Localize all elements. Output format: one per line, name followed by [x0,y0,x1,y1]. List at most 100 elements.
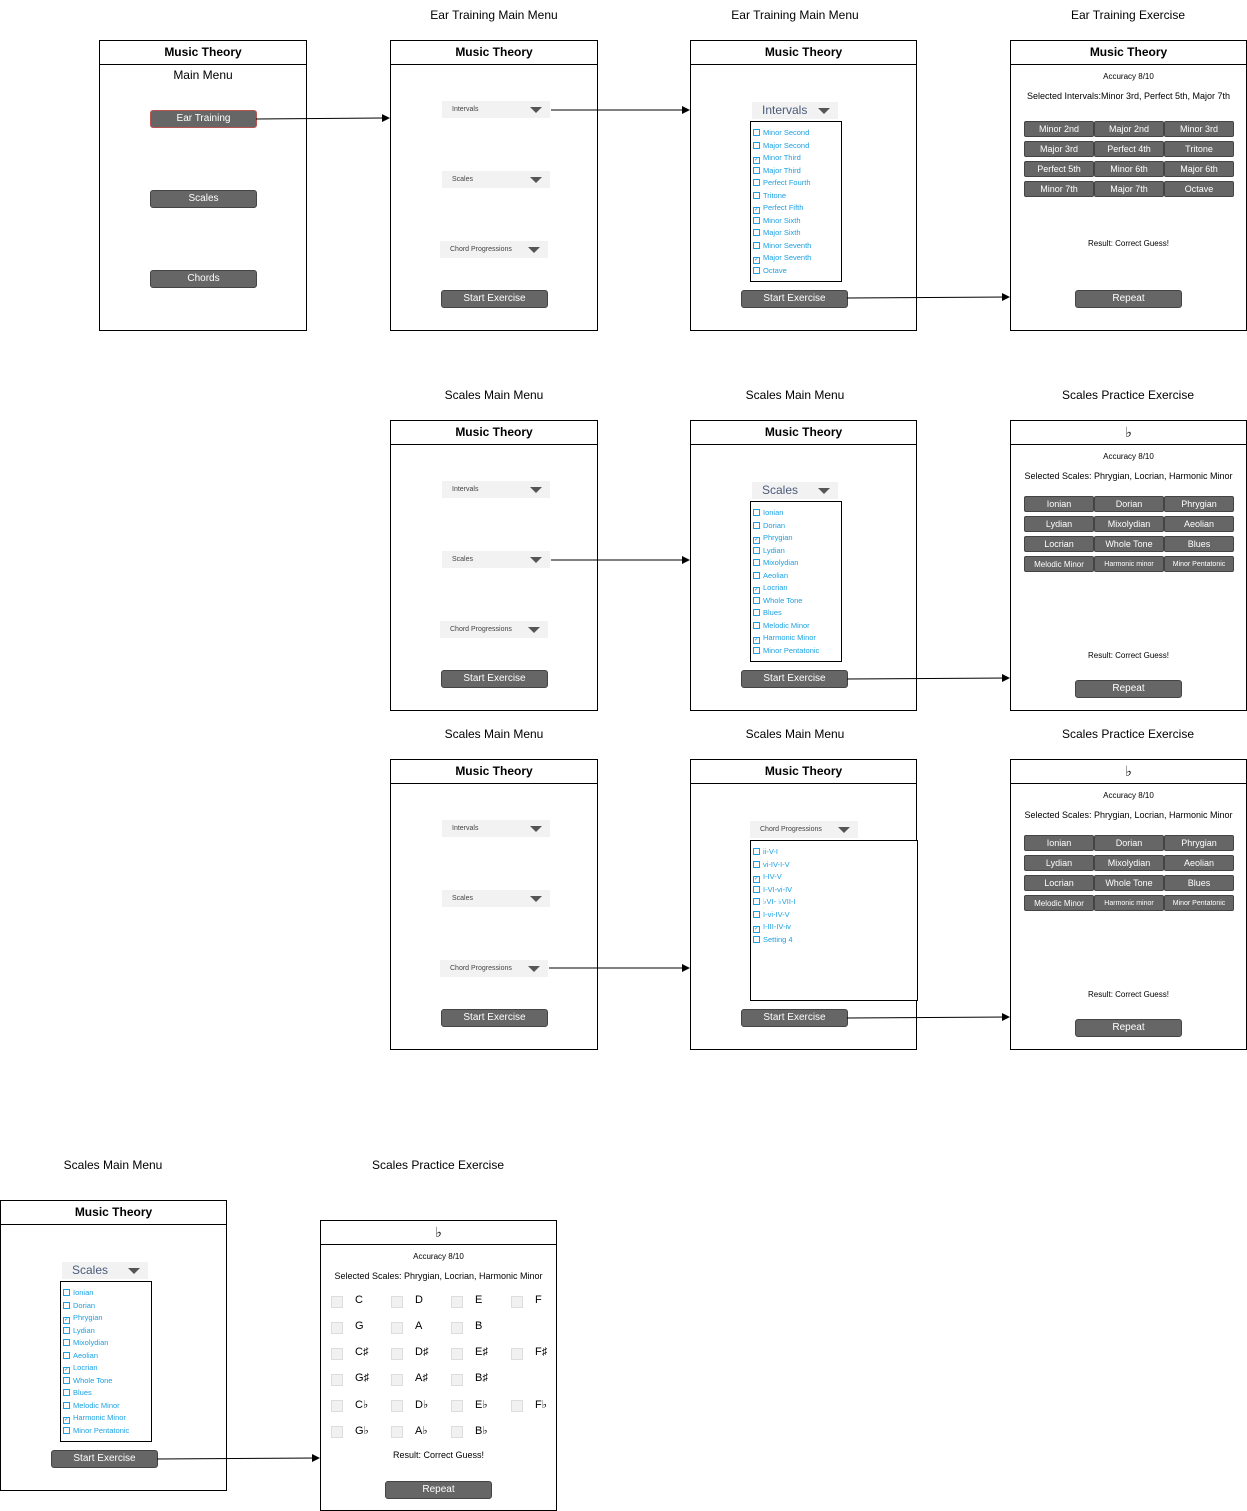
answer-button[interactable]: Melodic Minor [1024,556,1094,572]
checked-box-icon[interactable]: ✓ [753,926,760,933]
checkbox-icon[interactable] [753,621,760,629]
note-checkbox[interactable] [331,1374,343,1386]
answer-button[interactable]: Mixolydian [1094,855,1164,871]
answer-button[interactable]: Aeolian [1164,516,1234,532]
list-item[interactable]: Lydian [63,1326,95,1335]
scales-dropdown[interactable]: Scales [442,890,550,907]
answer-button[interactable]: Harmonic minor [1094,895,1164,911]
start-exercise-button[interactable]: Start Exercise [441,670,548,688]
checkbox-icon[interactable] [753,129,760,136]
list-item[interactable]: Dorian [63,1301,95,1310]
note-checkbox[interactable] [451,1322,463,1334]
checked-box-icon[interactable]: ✓ [753,587,760,594]
scales-dropdown[interactable]: Scales [62,1262,148,1279]
scales-dropdown[interactable]: Scales [752,482,838,499]
answer-button[interactable]: Lydian [1024,516,1094,532]
checkbox-icon[interactable] [753,241,760,249]
note-checkbox[interactable] [391,1426,403,1438]
answer-button[interactable]: Major 6th [1164,161,1234,177]
note-checkbox[interactable] [511,1348,523,1360]
answer-button[interactable]: Melodic Minor [1024,895,1094,911]
chords-button[interactable]: Chords [150,270,257,288]
repeat-button[interactable]: Repeat [385,1481,492,1499]
answer-button[interactable]: Ionian [1024,835,1094,851]
repeat-button[interactable]: Repeat [1075,290,1182,308]
list-item[interactable]: Whole Tone [753,596,802,605]
checkbox-icon[interactable] [63,1401,70,1409]
answer-button[interactable]: Blues [1164,536,1234,552]
start-exercise-button[interactable]: Start Exercise [741,670,848,688]
answer-button[interactable]: Blues [1164,875,1234,891]
chord-progressions-dropdown[interactable]: Chord Progressions [440,621,548,638]
note-checkbox[interactable] [451,1296,463,1308]
answer-button[interactable]: Dorian [1094,496,1164,512]
list-item[interactable]: ✓Harmonic Minor [63,1413,126,1424]
list-item[interactable]: Mixolydian [63,1338,108,1347]
checkbox-icon[interactable] [63,1389,70,1396]
list-item[interactable]: Perfect Fourth [753,178,811,187]
checkbox-icon[interactable] [753,546,760,554]
checkbox-icon[interactable] [63,1301,70,1309]
checkbox-icon[interactable] [63,1376,70,1384]
answer-button[interactable]: Major 2nd [1094,121,1164,137]
answer-button[interactable]: Harmonic minor [1094,556,1164,572]
checked-box-icon[interactable]: ✓ [753,876,760,883]
checkbox-icon[interactable] [753,141,760,149]
answer-button[interactable]: Locrian [1024,875,1094,891]
checkbox-icon[interactable] [753,179,760,186]
checked-box-icon[interactable]: ✓ [753,207,760,214]
checked-box-icon[interactable]: ✓ [63,1317,70,1324]
answer-button[interactable]: Minor 2nd [1024,121,1094,137]
list-item[interactable]: Aeolian [753,571,788,580]
list-item[interactable]: Blues [63,1388,92,1397]
list-item[interactable]: Setting 4 [753,935,793,944]
note-checkbox[interactable] [391,1374,403,1386]
list-item[interactable]: Melodic Minor [753,621,810,630]
checkbox-icon[interactable] [753,266,760,274]
checkbox-icon[interactable] [753,646,760,654]
list-item[interactable]: Major Third [753,166,801,175]
answer-button[interactable]: Mixolydian [1094,516,1164,532]
list-item[interactable]: ✓Perfect Fifth [753,203,803,214]
checkbox-icon[interactable] [753,848,760,855]
list-item[interactable]: ✓Locrian [63,1363,98,1374]
list-item[interactable]: Ionian [753,508,783,517]
answer-button[interactable]: Whole Tone [1094,536,1164,552]
list-item[interactable]: Octave [753,266,787,275]
list-item[interactable]: Minor Sixth [753,216,801,225]
checkbox-icon[interactable] [63,1289,70,1296]
checkbox-icon[interactable] [63,1426,70,1434]
scales-dropdown[interactable]: Scales [442,551,550,568]
list-item[interactable]: ♭VI- ♭VII-I [753,897,796,906]
note-checkbox[interactable] [451,1348,463,1360]
checkbox-icon[interactable] [753,521,760,529]
list-item[interactable]: Dorian [753,521,785,530]
checkbox-icon[interactable] [753,216,760,224]
scales-button[interactable]: Scales [150,190,257,208]
list-item[interactable]: Aeolian [63,1351,98,1360]
checkbox-icon[interactable] [753,559,760,566]
note-checkbox[interactable] [331,1426,343,1438]
answer-button[interactable]: Ionian [1024,496,1094,512]
checkbox-icon[interactable] [753,860,760,868]
note-checkbox[interactable] [451,1426,463,1438]
list-item[interactable]: Lydian [753,546,785,555]
repeat-button[interactable]: Repeat [1075,1019,1182,1037]
chord-progressions-dropdown[interactable]: Chord Progressions [440,241,548,258]
start-exercise-button[interactable]: Start Exercise [441,1009,548,1027]
answer-button[interactable]: Locrian [1024,536,1094,552]
checkbox-icon[interactable] [753,571,760,579]
checkbox-icon[interactable] [753,229,760,236]
start-exercise-button[interactable]: Start Exercise [741,290,848,308]
checked-box-icon[interactable]: ✓ [753,637,760,644]
checkbox-icon[interactable] [753,910,760,918]
list-item[interactable]: Blues [753,608,782,617]
list-item[interactable]: Minor Pentatonic [753,646,819,655]
checkbox-icon[interactable] [753,596,760,604]
note-checkbox[interactable] [391,1322,403,1334]
list-item[interactable]: Tritone [753,191,786,200]
checked-box-icon[interactable]: ✓ [63,1367,70,1374]
answer-button[interactable]: Perfect 5th [1024,161,1094,177]
list-item[interactable]: I-VI-vi-IV [753,885,792,894]
list-item[interactable]: ✓Minor Third [753,153,801,164]
